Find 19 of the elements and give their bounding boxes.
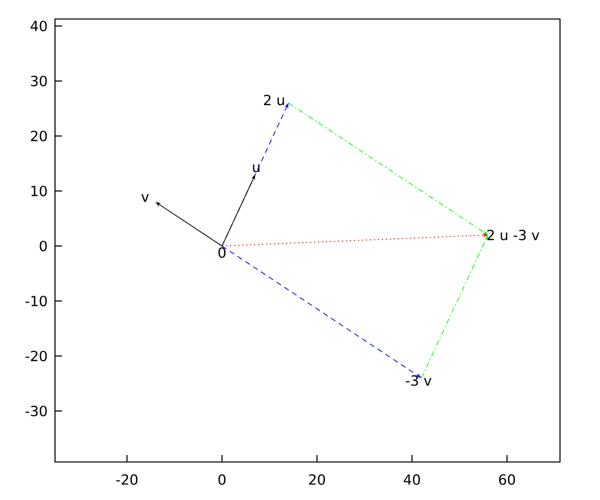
point-label: 0 xyxy=(218,247,226,258)
point-label: u xyxy=(253,164,260,172)
tick-label: 30 xyxy=(30,76,47,86)
point-label: -3 v xyxy=(406,375,432,386)
point-label: 2 u -3 v xyxy=(487,230,540,240)
tick-label: 0 xyxy=(40,240,47,252)
tick-label: -30 xyxy=(26,406,47,416)
point-label: 2 u xyxy=(264,94,284,106)
point-label: v xyxy=(141,194,149,202)
tick-label: 20 xyxy=(30,130,47,142)
tick-label: 10 xyxy=(31,186,47,196)
tick-label: 60 xyxy=(499,474,515,485)
tick-label: -20 xyxy=(26,350,47,362)
tick-label: 20 xyxy=(309,474,325,485)
tick-label: 0 xyxy=(218,474,226,485)
tick-label: 40 xyxy=(404,474,420,485)
tick-label: -20 xyxy=(116,474,138,485)
tick-label: 40 xyxy=(30,20,47,32)
tick-label: -10 xyxy=(26,296,47,306)
